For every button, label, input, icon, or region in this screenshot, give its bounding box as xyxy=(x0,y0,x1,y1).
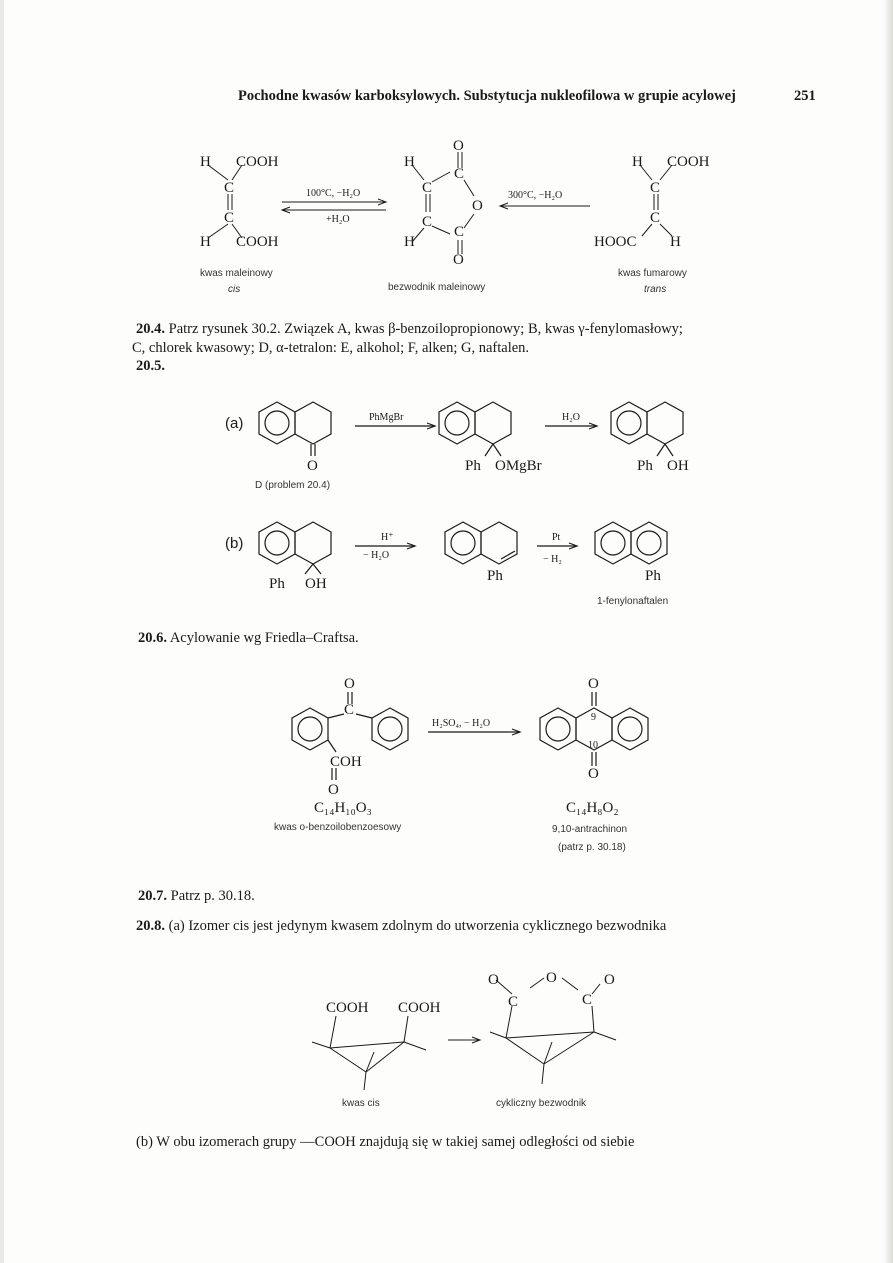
anhydride-c-right: C xyxy=(582,992,592,1008)
s204-line1: Patrz rysunek 30.2. Związek A, kwas β-be… xyxy=(165,321,683,337)
anhydride-c1: C xyxy=(422,180,432,196)
paragraph-20-6: 20.6. Acylowanie wg Friedla–Craftsa. xyxy=(138,630,359,647)
tetralone-o: O xyxy=(307,458,318,474)
anhydride-h-top: H xyxy=(404,154,415,170)
fumaric-c1: C xyxy=(650,180,660,196)
intermediate-omgbr: OMgBr xyxy=(495,458,542,474)
reagent-minus-h2o: − H₂O xyxy=(363,550,389,561)
anhydride-o-top: O xyxy=(453,138,464,154)
section-number-20-5: 20.5. xyxy=(136,358,165,374)
anhydride-name: bezwodnik maleinowy xyxy=(388,282,485,293)
anhydride-c-left: C xyxy=(508,994,518,1010)
maleic-name: kwas maleinowy xyxy=(200,268,273,279)
section-number-20-8: 20.8. xyxy=(136,918,165,934)
scan-left-edge xyxy=(0,0,4,1263)
alkene-ph: Ph xyxy=(487,568,503,584)
anhydride-o-ring: O xyxy=(472,198,483,214)
scheme-20-5-a: (a) O PhMgBr Ph OMgBr H₂O Ph OH D (probl… xyxy=(225,401,689,491)
alcohol-b-oh: OH xyxy=(305,576,327,592)
d-caption: D (problem 20.4) xyxy=(255,480,330,491)
paragraph-20-8-a: 20.8. (a) Izomer cis jest jedynym kwasem… xyxy=(136,918,666,935)
caption-cyclic-anhydride: cykliczny bezwodnik xyxy=(496,1098,587,1109)
label-a: (a) xyxy=(225,415,243,432)
fumaric-h-bottom: H xyxy=(670,234,681,250)
reagent-phmgbr: PhMgBr xyxy=(369,412,404,423)
fumaric-config: trans xyxy=(644,284,666,295)
cooh-right: COOH xyxy=(398,1000,441,1016)
acid-coh: COH xyxy=(330,754,362,770)
section-number-20-6: 20.6. xyxy=(138,630,167,646)
anhydride-c2: C xyxy=(422,214,432,230)
naphthalene-ph: Ph xyxy=(645,568,661,584)
maleic-h-bottom: H xyxy=(200,234,211,250)
fumaric-h-top: H xyxy=(632,154,643,170)
maleic-c2: C xyxy=(224,210,234,226)
maleic-h-top: H xyxy=(200,154,211,170)
reagent-h2o: H₂O xyxy=(562,412,580,423)
friedel-crafts-scheme: O C COH O H₂SO₄, − H₂O O 9 10 O C₁₄H₁₀O₃… xyxy=(274,676,649,853)
cyclopropane-scheme: COOH COOH O O O C C kwas cis cykliczny b… xyxy=(311,970,617,1109)
arrow2-condition: 300°C, −H₂O xyxy=(508,190,562,201)
position-10: 10 xyxy=(588,740,598,751)
s204-line2: C, chlorek kwasowy; D, α-tetralon: E, al… xyxy=(132,340,530,356)
reagent-minus-h2: − H₂ xyxy=(543,554,562,565)
ketone-o: O xyxy=(344,676,355,692)
paragraph-20-4-line1: 20.4. Patrz rysunek 30.2. Związek A, kwa… xyxy=(136,321,683,338)
formula-left: C₁₄H₁₀O₃ xyxy=(314,800,372,816)
acid-o: O xyxy=(328,782,339,798)
ref-right: (patrz p. 30.18) xyxy=(558,842,626,853)
ketone-c: C xyxy=(344,702,354,718)
intermediate-ph: Ph xyxy=(465,458,481,474)
alcohol-oh: OH xyxy=(667,458,689,474)
formula-right: C₁₄H₈O₂ xyxy=(566,800,619,816)
maleic-fumaric-scheme: H COOH C C H COOH H O C C O C C H O H CO… xyxy=(200,138,710,295)
name-right: 9,10-antrachinon xyxy=(552,824,627,835)
section-number-20-4: 20.4. xyxy=(136,321,165,337)
s207-text: Patrz p. 30.18. xyxy=(167,888,255,904)
fumaric-name: kwas fumarowy xyxy=(618,268,687,279)
alcohol-b-ph: Ph xyxy=(269,576,285,592)
anhydride-c-top: C xyxy=(454,166,464,182)
label-b: (b) xyxy=(225,535,243,552)
scan-right-edge xyxy=(884,0,893,1263)
paragraph-20-7: 20.7. Patrz p. 30.18. xyxy=(138,888,255,905)
position-9: 9 xyxy=(591,712,596,723)
anhydride-c-bottom: C xyxy=(454,224,464,240)
fumaric-hooc: HOOC xyxy=(594,234,637,250)
fumaric-cooh-top: COOH xyxy=(667,154,710,170)
section-number-20-7: 20.7. xyxy=(138,888,167,904)
alcohol-ph: Ph xyxy=(637,458,653,474)
page-number: 251 xyxy=(794,88,816,104)
arrow1-reverse-condition: +H₂O xyxy=(326,214,350,225)
quinone-o-bottom: O xyxy=(588,766,599,782)
name-left: kwas o-benzoilobenzoesowy xyxy=(274,822,401,833)
s208-text-a: (a) Izomer cis jest jedynym kwasem zdoln… xyxy=(165,918,667,934)
caption-cis-acid: kwas cis xyxy=(342,1098,380,1109)
maleic-cooh-bottom: COOH xyxy=(236,234,279,250)
anhydride-h-bottom: H xyxy=(404,234,415,250)
arrow1-condition: 100°C, −H₂O xyxy=(306,188,360,199)
quinone-o-top: O xyxy=(588,676,599,692)
paragraph-20-8-b: (b) W obu izomerach grupy —COOH znajdują… xyxy=(136,1134,635,1150)
running-header: Pochodne kwasów karboksylowych. Substytu… xyxy=(238,88,816,105)
maleic-c1: C xyxy=(224,180,234,196)
cooh-left: COOH xyxy=(326,1000,369,1016)
fumaric-c2: C xyxy=(650,210,660,226)
scheme-20-5-b: (b) Ph OH H⁺ − H₂O Ph Pt − H₂ Ph 1-fenyl… xyxy=(225,521,668,607)
s206-text: Acylowanie wg Friedla–Craftsa. xyxy=(167,630,359,646)
maleic-config: cis xyxy=(228,284,240,295)
reagent-h2so4: H₂SO₄, − H₂O xyxy=(432,718,490,729)
anhydride-o-right: O xyxy=(604,972,615,988)
reagent-h-plus: H⁺ xyxy=(381,532,394,543)
anhydride-o-bottom: O xyxy=(453,252,464,268)
maleic-cooh-top: COOH xyxy=(236,154,279,170)
product-caption: 1-fenylonaftalen xyxy=(597,596,668,607)
anhydride-o-left: O xyxy=(488,972,499,988)
anhydride-o-bridge: O xyxy=(546,970,557,986)
header-title: Pochodne kwasów karboksylowych. Substytu… xyxy=(238,88,736,104)
reagent-pt: Pt xyxy=(552,532,561,543)
